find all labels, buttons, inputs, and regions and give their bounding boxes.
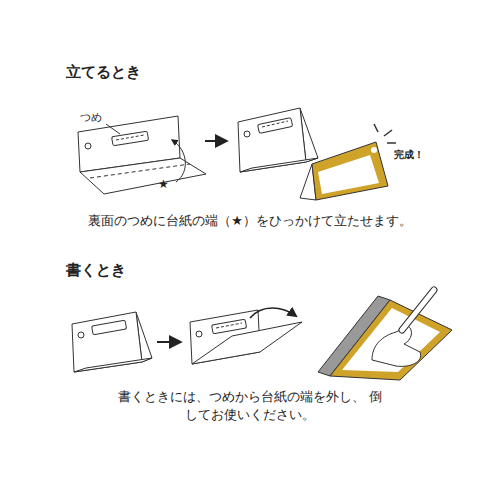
standing-tent: [72, 312, 152, 372]
instruction-text: 裏面のつめに台紙の端（★）をひっかけて立たせます。: [88, 212, 412, 230]
section-heading: 立てるとき: [66, 62, 141, 83]
instruction-text: 書くときには、つめから台紙の端を外し、 倒してお使いください。: [116, 388, 384, 424]
part-label: つめ: [80, 110, 102, 125]
hand: [372, 326, 421, 366]
section-heading: 書くとき: [66, 260, 126, 281]
finished-calendar: [300, 124, 396, 200]
step-arrow: [205, 140, 226, 142]
writing-card: [318, 290, 452, 380]
opened-card: [190, 308, 302, 364]
fold-mark: ★: [158, 176, 169, 193]
done-label: 完成！: [394, 148, 424, 162]
flat-card: [78, 116, 206, 194]
step-arrow: [157, 341, 180, 343]
standing-tent: [238, 108, 318, 172]
